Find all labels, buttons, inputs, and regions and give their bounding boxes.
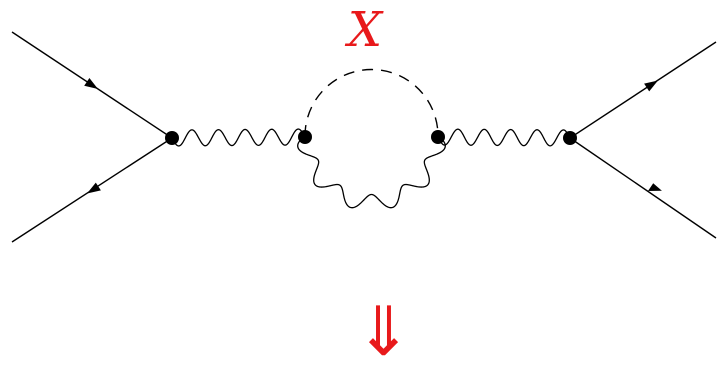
- fermion-arrow-icon: [87, 182, 101, 194]
- vertex-dot: [431, 130, 445, 144]
- vertex-dot: [165, 131, 179, 145]
- loop-particle-label: X: [347, 2, 383, 58]
- fermion-arrow-icon: [648, 183, 662, 191]
- outgoing-fermion-upper: [569, 41, 717, 139]
- implies-down-arrow-icon: ⇓: [355, 293, 412, 372]
- fermion-arrow-icon: [84, 78, 98, 89]
- propagator-right: [437, 128, 571, 147]
- outgoing-fermion-lower: [569, 137, 717, 239]
- loop-boson-lower: [297, 135, 446, 209]
- vertex-dot: [298, 130, 312, 144]
- loop-scalar-upper: [304, 68, 439, 137]
- vertex-dot: [563, 131, 577, 145]
- propagator-left: [171, 128, 306, 147]
- fermion-arrow-icon: [644, 80, 658, 92]
